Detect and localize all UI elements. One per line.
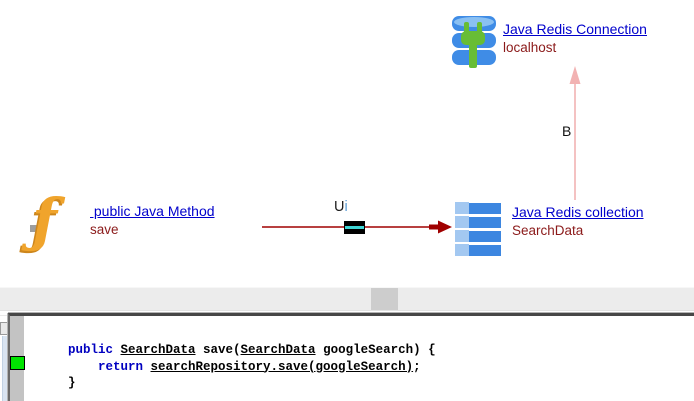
splitter-handle[interactable]	[371, 288, 398, 311]
function-icon-glyph: ƒ	[32, 186, 57, 254]
editor-gutter[interactable]	[10, 316, 25, 401]
node-subtitle-localhost: localhost	[503, 40, 557, 55]
arrowhead-tail	[429, 224, 438, 230]
arrowhead-right-icon	[438, 220, 452, 234]
node-title-java-redis-connection[interactable]: Java Redis Connection	[503, 21, 647, 37]
node-subtitle-searchdata: SearchData	[512, 223, 584, 238]
collection-list-icon[interactable]	[455, 202, 501, 262]
left-scroll-strip	[2, 336, 7, 401]
code-content[interactable]: public SearchData save(SearchData google…	[24, 316, 694, 401]
diagram-canvas[interactable]: Java Redis Connection localhost ƒ public…	[0, 0, 694, 287]
database-plug-icon[interactable]	[450, 14, 498, 75]
edge-label-b: B	[562, 123, 572, 139]
node-title-public-java-method[interactable]: public Java Method	[90, 203, 215, 219]
function-icon-bar	[30, 225, 46, 232]
code-line[interactable]: public SearchData save(SearchData google…	[68, 343, 436, 357]
edge-label-i: i	[344, 199, 348, 215]
node-java-redis-connection[interactable]: Java Redis Connection localhost	[450, 14, 647, 75]
function-icon[interactable]: ƒ	[30, 186, 82, 256]
node-java-redis-collection[interactable]: Java Redis collection SearchData	[455, 202, 644, 262]
edge-midpoint-marker[interactable]	[344, 221, 365, 234]
node-title-java-redis-collection[interactable]: Java Redis collection	[512, 204, 644, 220]
edge-midpoint-marker-stripe	[345, 226, 364, 229]
code-line[interactable]: return searchRepository.save(googleSearc…	[98, 359, 421, 374]
current-line-marker[interactable]	[10, 356, 25, 370]
node-subtitle-save: save	[90, 222, 119, 237]
node-public-java-method[interactable]: ƒ public Java Method save	[30, 186, 215, 256]
edge-label-u: U	[334, 199, 345, 215]
edge-label-ui: Ui	[334, 199, 348, 216]
code-line[interactable]: }	[68, 376, 76, 390]
splitter-bar[interactable]	[0, 287, 694, 311]
code-editor-panel[interactable]: public SearchData save(SearchData google…	[8, 313, 694, 401]
